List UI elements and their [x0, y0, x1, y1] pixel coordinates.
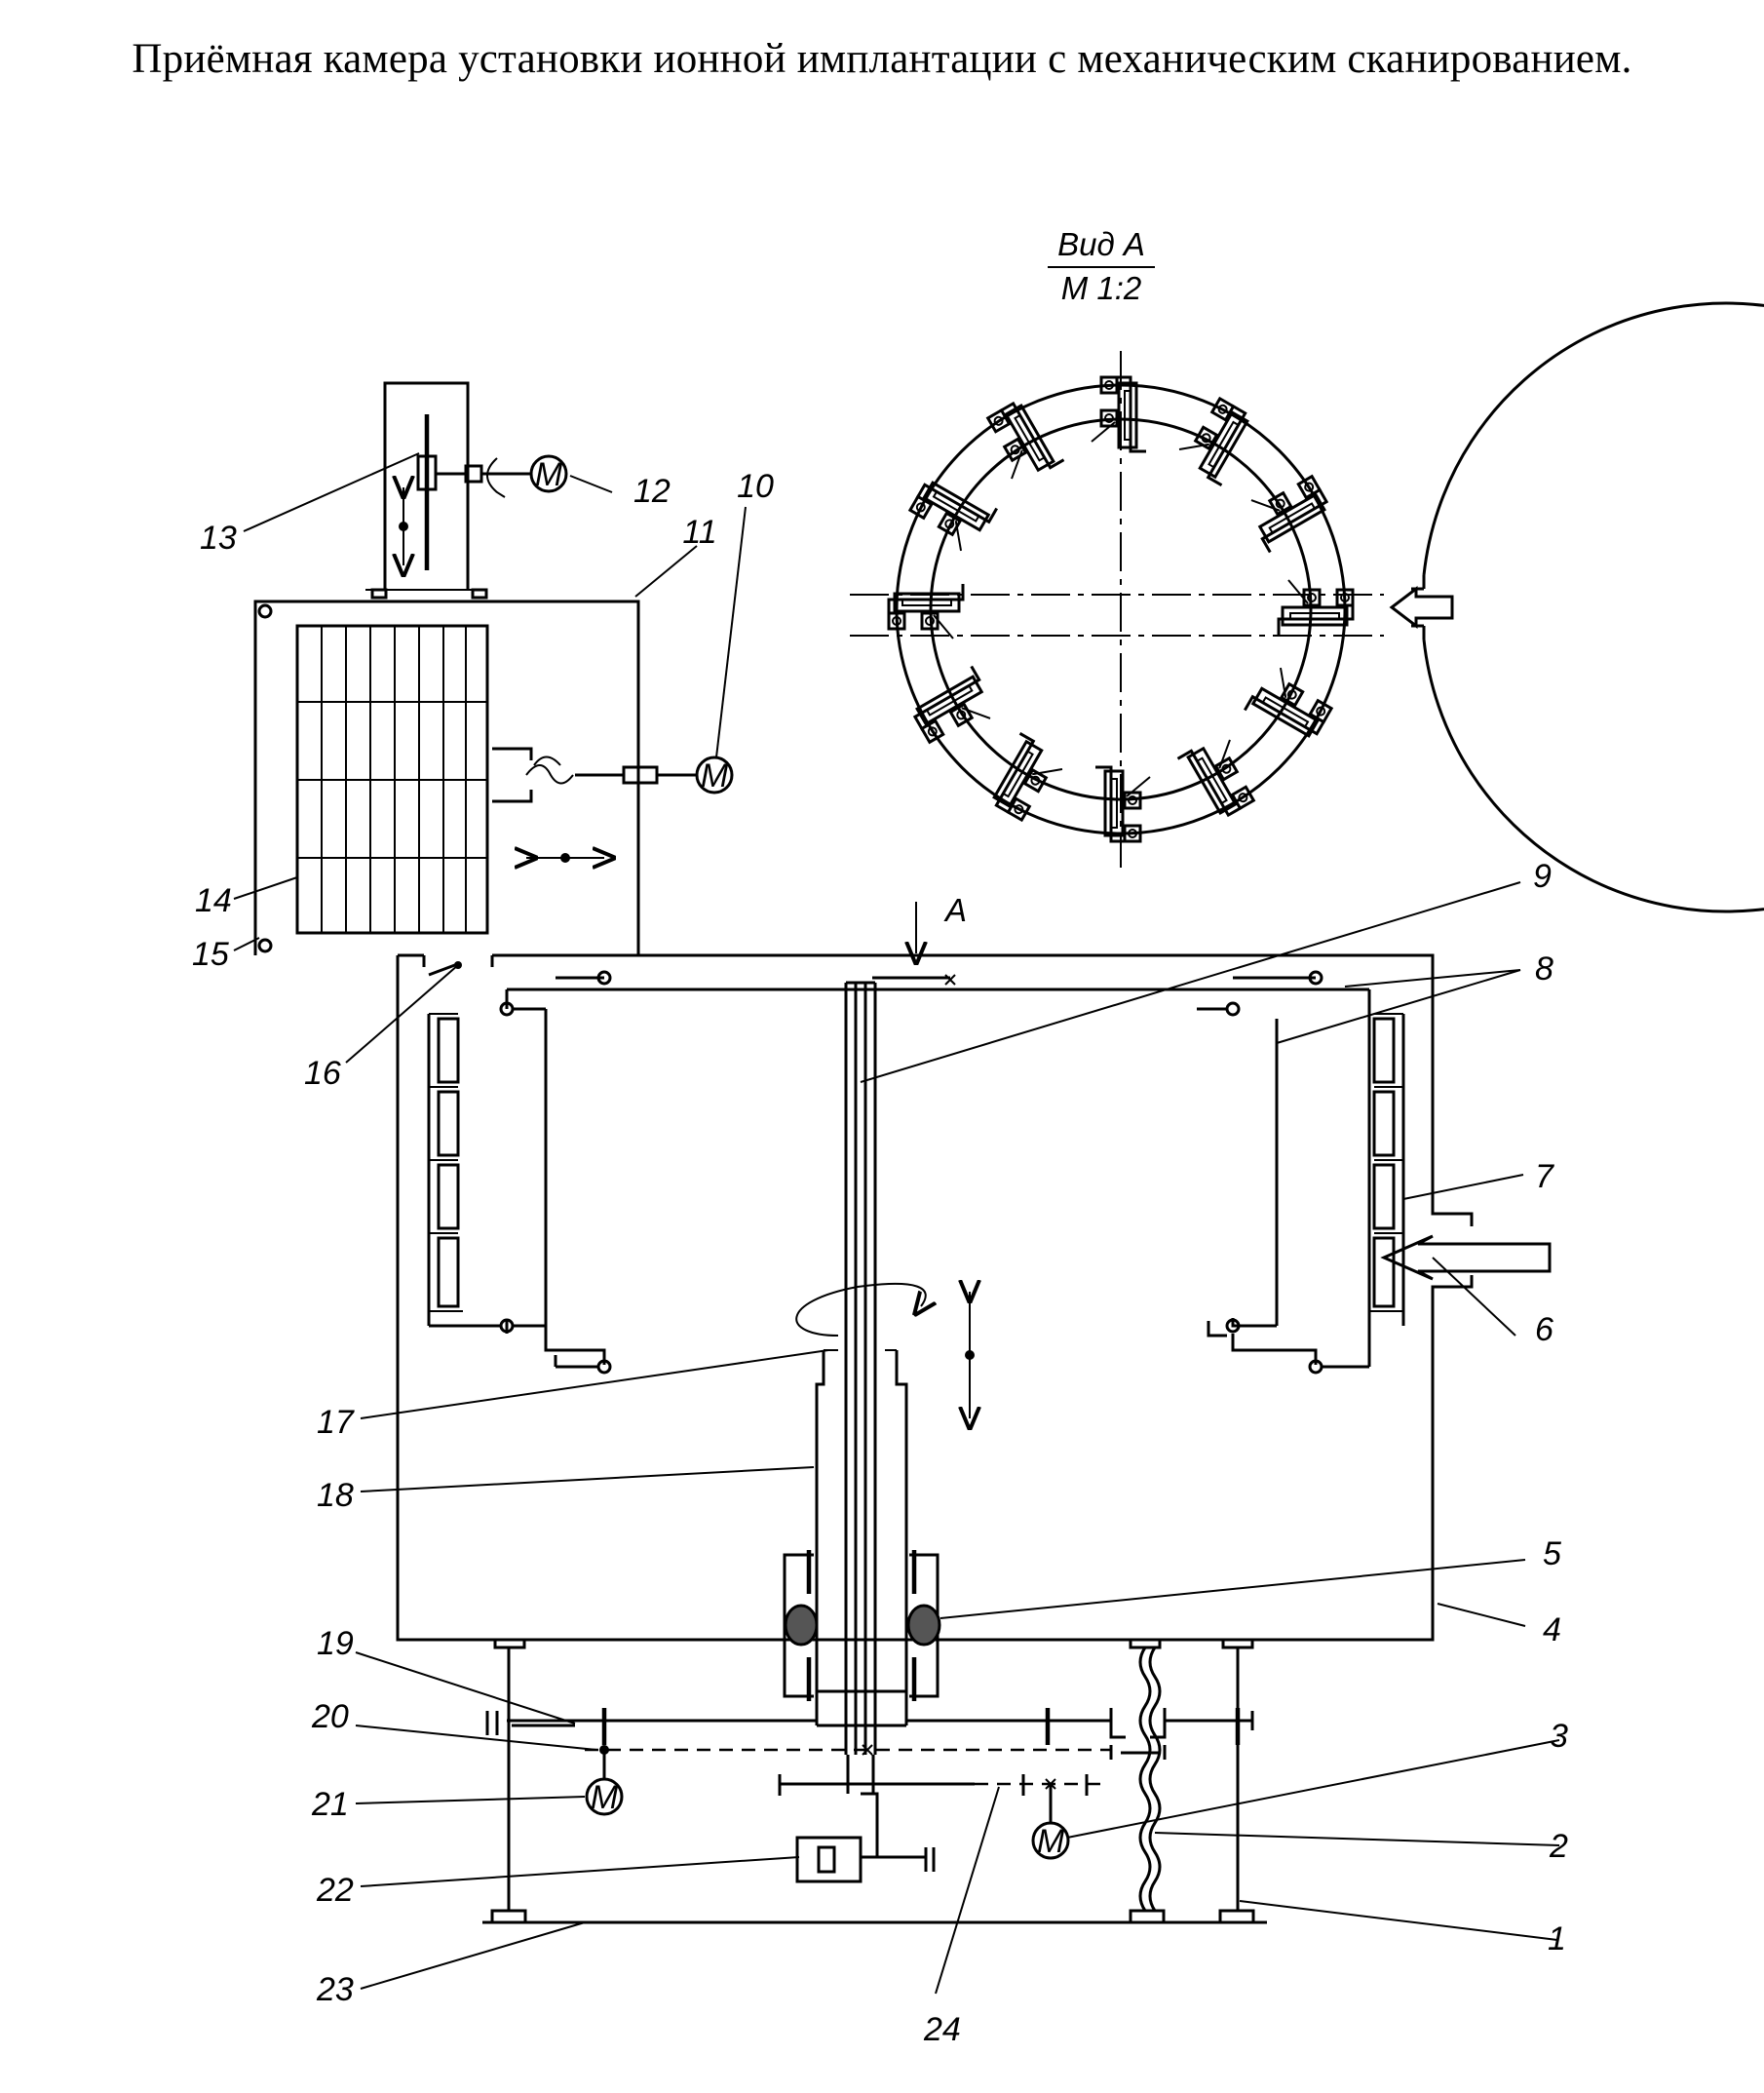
view-a-section: Вид А М 1:2 — [850, 226, 1764, 913]
label-15: 15 — [192, 936, 229, 973]
label-3: 3 — [1550, 1718, 1568, 1755]
label-5: 5 — [1543, 1535, 1561, 1572]
motor-21-symbol: М — [591, 1779, 619, 1816]
motor-10-icon — [695, 756, 734, 795]
wafer-holder — [1250, 474, 1329, 554]
view-a-scale: М 1:2 — [1061, 270, 1142, 306]
label-17: 17 — [317, 1404, 355, 1441]
lift-tower — [383, 381, 470, 590]
label-23: 23 — [316, 1971, 354, 2008]
view-a-arrow-label: А — [943, 892, 967, 928]
motor-12-symbol: М — [535, 456, 563, 493]
wafer-cassette — [295, 624, 489, 935]
label-18: 18 — [317, 1477, 354, 1514]
wafer-holder — [1091, 375, 1146, 453]
shaft-housing — [815, 1350, 825, 1725]
right-wafer-stack — [1369, 1013, 1405, 1326]
wafer-holder — [985, 401, 1065, 480]
label-24: 24 — [923, 2011, 961, 2048]
main-chamber: А — [396, 892, 1552, 1755]
wafer-holder — [907, 481, 999, 552]
label-10: 10 — [737, 468, 774, 505]
motor-3-symbol: М — [1037, 1823, 1065, 1860]
label-16: 16 — [304, 1055, 341, 1092]
label-4: 4 — [1543, 1611, 1561, 1648]
label-19: 19 — [317, 1625, 354, 1662]
wafer-holder — [1243, 667, 1334, 738]
motor-21-icon — [585, 1777, 624, 1816]
label-20: 20 — [311, 1698, 349, 1735]
label-2: 2 — [1549, 1828, 1568, 1865]
loadlock-chamber — [253, 600, 640, 955]
wafer-holder — [1095, 765, 1151, 843]
page-title: Приёмная камера установки ионной имплант… — [132, 36, 1632, 82]
vacuum-seal — [783, 1550, 941, 1701]
motor-3-icon — [1031, 1821, 1070, 1860]
label-22: 22 — [316, 1872, 354, 1909]
wafer-holder — [1176, 739, 1256, 818]
label-9: 9 — [1533, 858, 1552, 895]
wafer-holder — [887, 584, 965, 640]
label-21: 21 — [311, 1786, 349, 1823]
label-7: 7 — [1535, 1158, 1554, 1195]
label-11: 11 — [682, 514, 716, 551]
linear-actuator — [795, 1836, 863, 1883]
wafer-holder — [992, 731, 1063, 823]
leader-lines — [233, 452, 1560, 1995]
loadlock-assembly: М М — [253, 381, 734, 955]
label-12: 12 — [633, 473, 671, 510]
wafer-holder — [912, 665, 991, 745]
motor-10-symbol: М — [701, 757, 729, 795]
view-a-beam-arrow — [1389, 585, 1454, 630]
wafer-holder — [1178, 396, 1249, 487]
view-a-outer-wall — [1422, 301, 1764, 913]
view-a-title: Вид А — [1057, 226, 1145, 262]
label-8: 8 — [1535, 950, 1553, 988]
label-13: 13 — [200, 520, 237, 557]
label-1: 1 — [1548, 1920, 1566, 1957]
drive-assembly: М М — [482, 1638, 1267, 1924]
ion-beam-arrow — [1380, 1234, 1552, 1281]
part-labels: 1 2 3 4 5 6 7 8 9 10 11 12 13 14 15 16 1… — [192, 468, 1568, 2048]
label-6: 6 — [1535, 1311, 1553, 1348]
central-shaft — [844, 981, 877, 1755]
wafer-holder — [1277, 579, 1355, 635]
view-a-wafer-holders — [887, 375, 1355, 843]
left-wafer-stack — [427, 1013, 463, 1326]
motor-12-icon — [529, 454, 568, 493]
label-14: 14 — [195, 882, 232, 919]
bellows — [1138, 1647, 1152, 1912]
